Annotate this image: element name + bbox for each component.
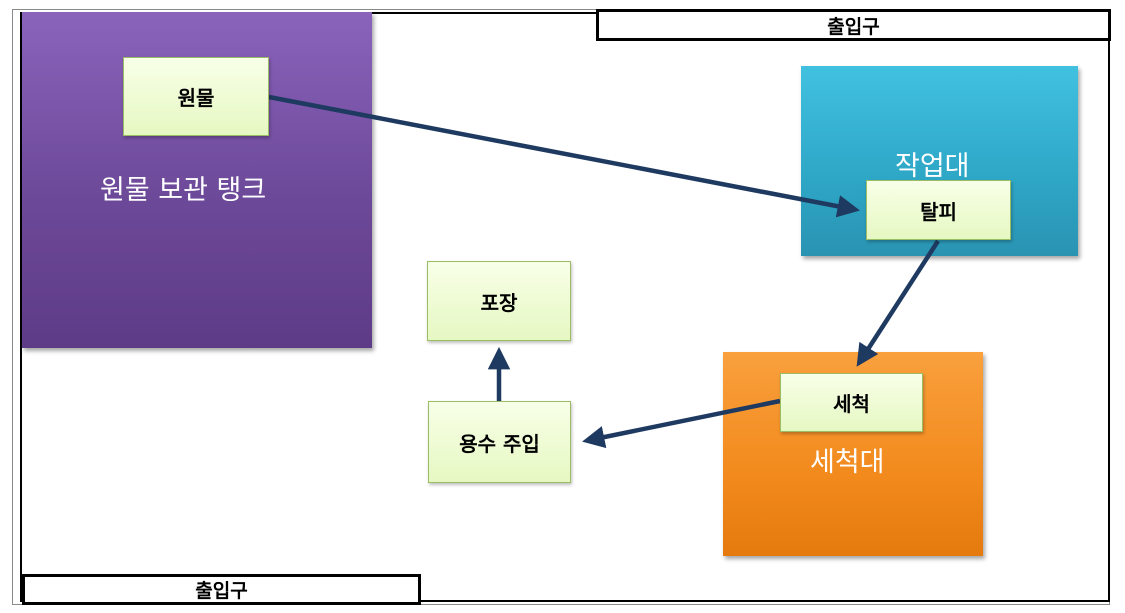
step-packaging: 포장 bbox=[427, 261, 571, 341]
step-peeling: 탈피 bbox=[866, 180, 1011, 240]
entrance-top: 출입구 bbox=[596, 9, 1111, 41]
arrow-raw-to-peel bbox=[268, 94, 860, 218]
entrance-bottom: 출입구 bbox=[22, 574, 421, 605]
workbench-label: 작업대 bbox=[895, 151, 970, 182]
storage-tank-label: 원물 보관 탱크 bbox=[100, 175, 267, 206]
step-water-injection: 용수 주입 bbox=[428, 401, 571, 483]
arrow-wash-to-water bbox=[582, 398, 781, 449]
arrow-peel-to-wash bbox=[856, 239, 940, 367]
step-raw-material: 원물 bbox=[123, 57, 269, 136]
room-boundary bbox=[20, 12, 1110, 602]
wash-station-label: 세척대 bbox=[810, 447, 885, 478]
step-washing: 세척 bbox=[780, 373, 923, 432]
